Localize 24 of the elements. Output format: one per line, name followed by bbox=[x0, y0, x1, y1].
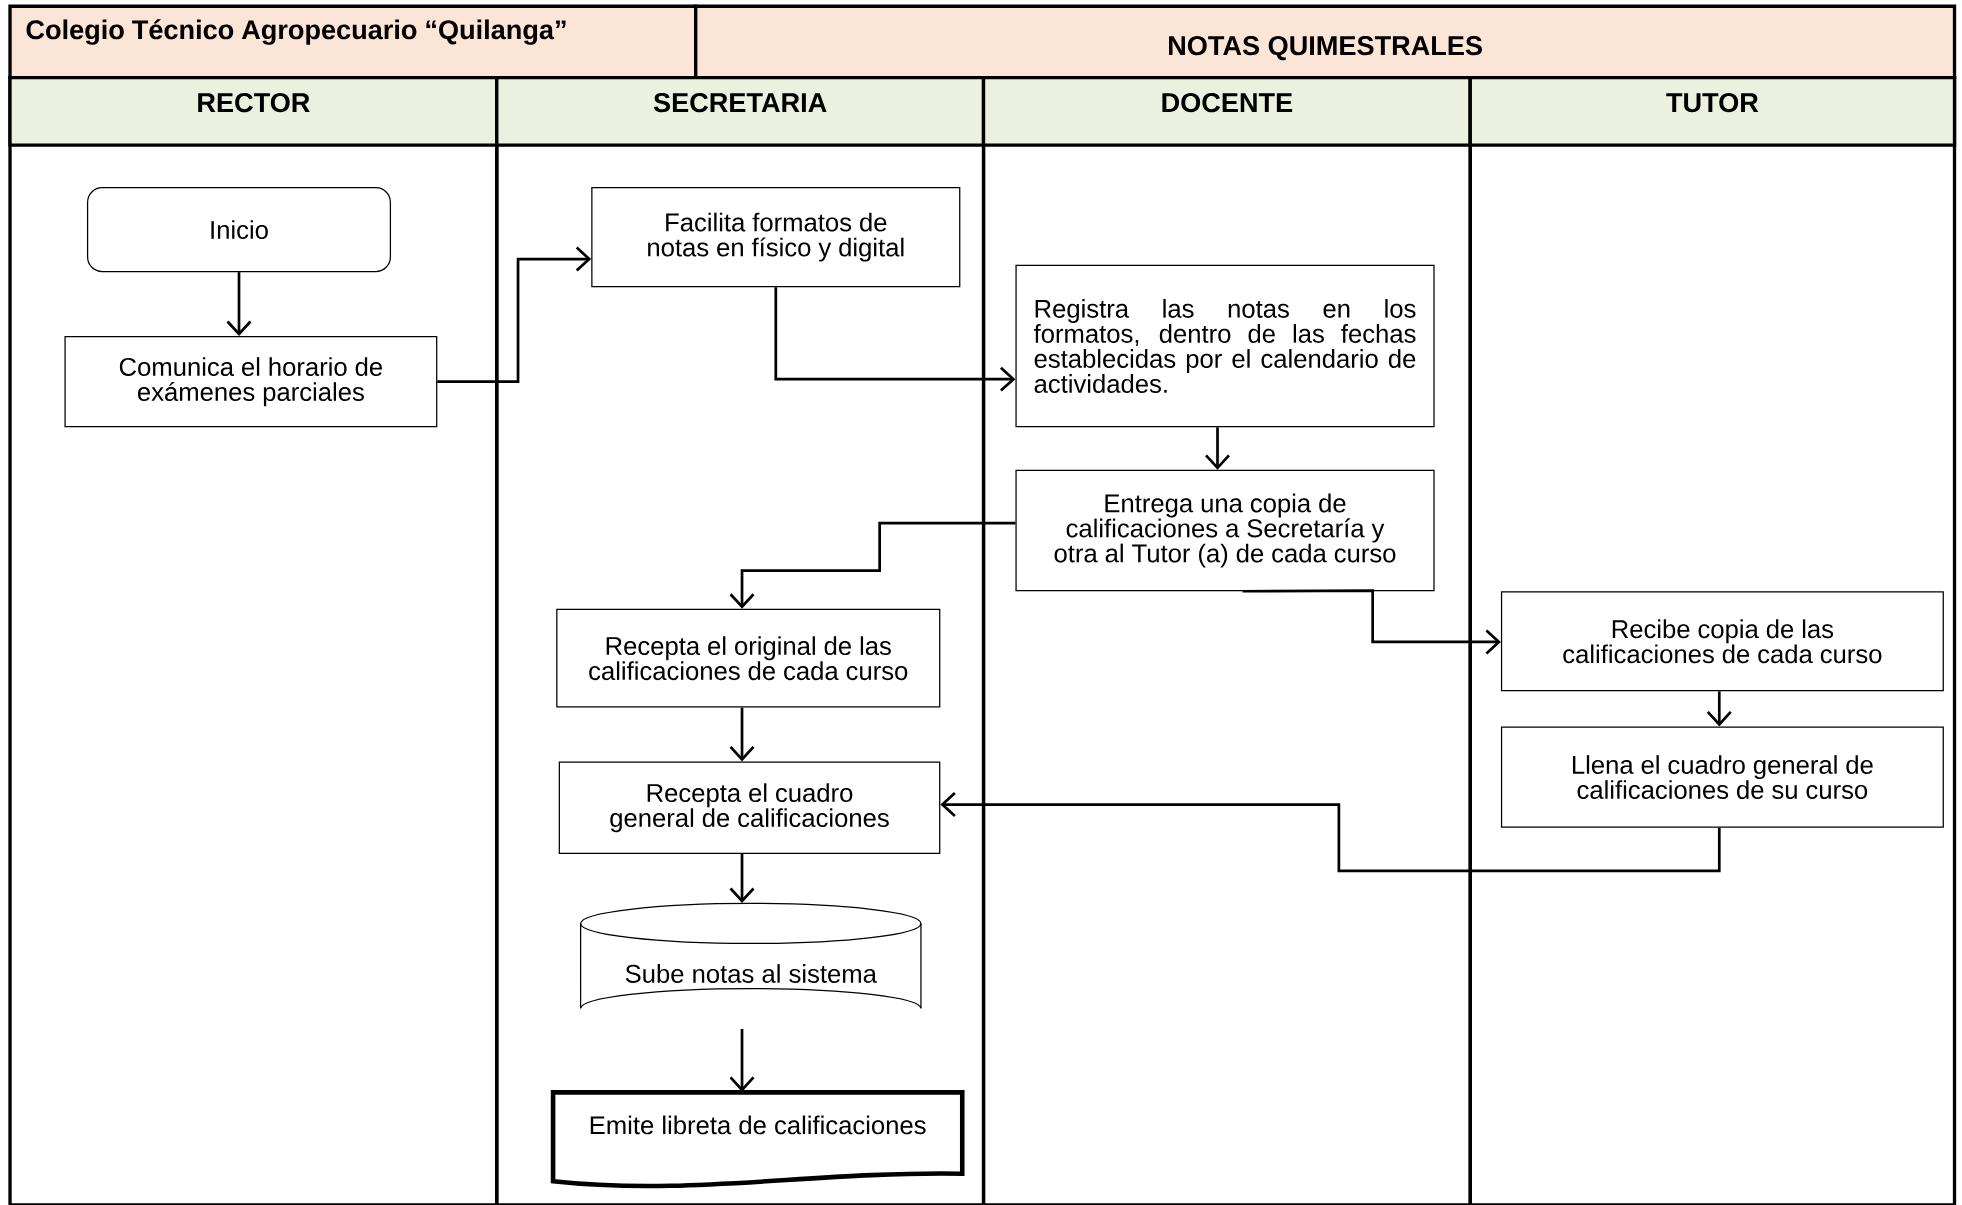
process-box: Entrega una copia de calificaciones a Secretaría y otra al Tutor (a) de cada curso bbox=[1015, 469, 1435, 592]
arrow bbox=[729, 1029, 755, 1092]
arrow bbox=[437, 246, 592, 383]
process-box: Recibe copia de las calificaciones de cada curso bbox=[1500, 591, 1944, 692]
process-box: Recepta el original de las calificaciones de cada curso bbox=[556, 608, 941, 708]
process-box: Facilita formatos de notas en físico y digital bbox=[591, 187, 961, 288]
start-terminal: Inicio bbox=[86, 187, 392, 273]
node-label: Sube notas al sistema bbox=[625, 964, 877, 983]
arrow bbox=[729, 854, 755, 904]
arrow bbox=[226, 272, 252, 336]
header-cell: Colegio Técnico Agropecuario “Quilanga” bbox=[8, 4, 698, 80]
database-cylinder: Sube notas al sistema bbox=[580, 902, 922, 1010]
header-cell: NOTAS QUIMESTRALES bbox=[694, 4, 1957, 80]
arrow bbox=[1205, 427, 1230, 470]
process-box: Comunica el horario de exámenes parciales bbox=[64, 336, 438, 428]
arrow bbox=[729, 521, 1016, 609]
arrow bbox=[729, 707, 755, 762]
arrow bbox=[1242, 589, 1501, 655]
process-box: Registra las notas en los formatos, dentro de las fechas establecidas por el calendario de actividades. bbox=[1015, 264, 1435, 428]
arrow bbox=[940, 792, 1721, 873]
arrow bbox=[774, 287, 1016, 392]
process-box: Llena el cuadro general de calificaciones de su curso bbox=[1500, 726, 1944, 828]
arrow bbox=[1706, 691, 1732, 727]
process-box: Recepta el cuadro general de calificaciones bbox=[558, 761, 941, 854]
